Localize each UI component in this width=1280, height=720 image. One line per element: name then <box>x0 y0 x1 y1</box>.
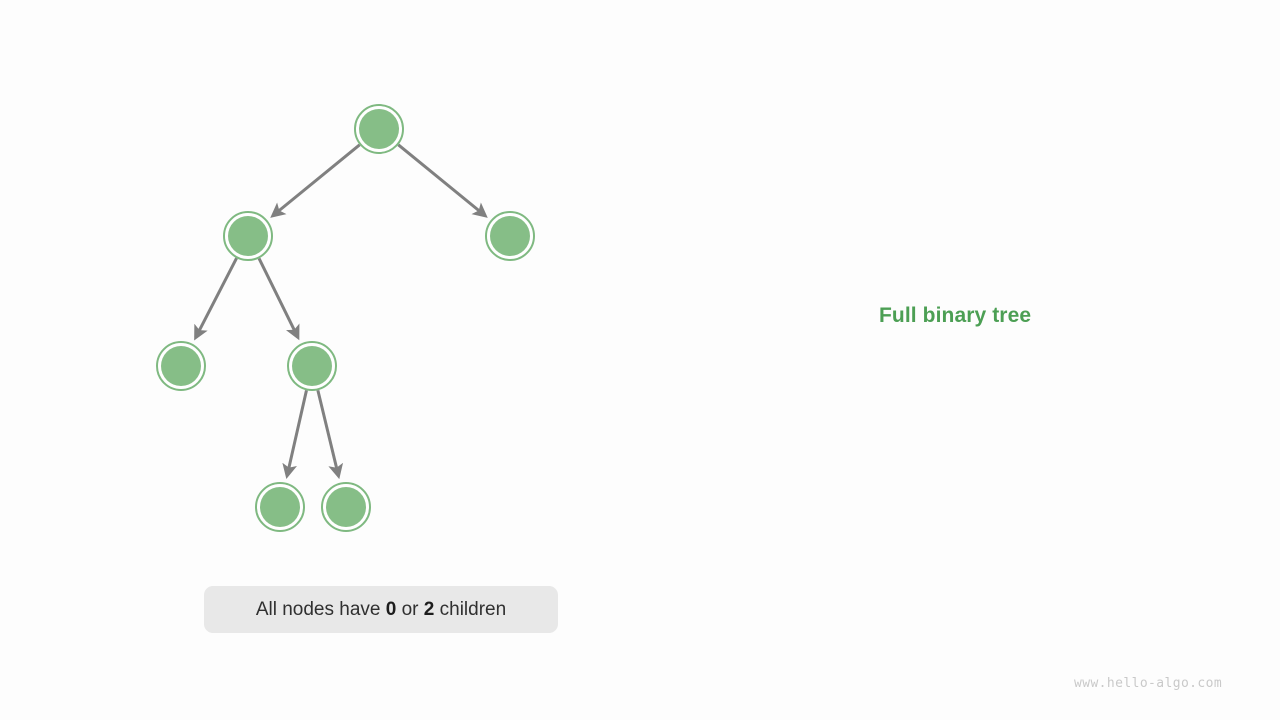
tree-edge <box>397 143 488 218</box>
caption-prefix: All nodes have <box>255 598 386 620</box>
node-fill <box>260 487 300 527</box>
node-outer-ring <box>485 211 535 261</box>
tree-node <box>321 482 371 532</box>
tree-nodes <box>156 104 535 532</box>
node-inner-ring <box>323 484 369 530</box>
node-fill <box>228 216 268 256</box>
node-inner-ring <box>487 213 533 259</box>
node-inner-ring <box>158 343 204 389</box>
node-outer-ring <box>223 211 273 261</box>
node-fill <box>359 109 399 149</box>
tree-node <box>255 482 305 532</box>
tree-node <box>223 211 273 261</box>
caption-middle: or <box>396 598 424 620</box>
caption-text: All nodes have 0 or 2 children <box>256 598 506 622</box>
tree-edge <box>194 257 238 341</box>
watermark: www.hello-algo.com <box>1074 676 1223 691</box>
tree-edge <box>270 143 361 218</box>
node-outer-ring <box>287 341 337 391</box>
node-inner-ring <box>257 484 303 530</box>
node-inner-ring <box>356 106 402 152</box>
node-inner-ring <box>225 213 271 259</box>
node-outer-ring <box>156 341 206 391</box>
caption-bold-two: 2 <box>423 598 435 620</box>
node-fill <box>326 487 366 527</box>
tree-node <box>485 211 535 261</box>
caption-box: All nodes have 0 or 2 children <box>204 586 558 633</box>
node-outer-ring <box>255 482 305 532</box>
page-title: Full binary tree <box>879 304 1032 327</box>
node-fill <box>490 216 530 256</box>
tree-edge <box>316 389 344 480</box>
tree-node <box>156 341 206 391</box>
caption-suffix: children <box>434 598 507 620</box>
caption-bold-zero: 0 <box>385 598 397 620</box>
node-outer-ring <box>354 104 404 154</box>
tree-edges <box>194 143 488 480</box>
tree-edge <box>282 390 308 480</box>
node-inner-ring <box>289 343 335 389</box>
tree-node <box>354 104 404 154</box>
node-fill <box>292 346 332 386</box>
tree-edge <box>257 257 300 341</box>
node-outer-ring <box>321 482 371 532</box>
tree-node <box>287 341 337 391</box>
node-fill <box>161 346 201 386</box>
